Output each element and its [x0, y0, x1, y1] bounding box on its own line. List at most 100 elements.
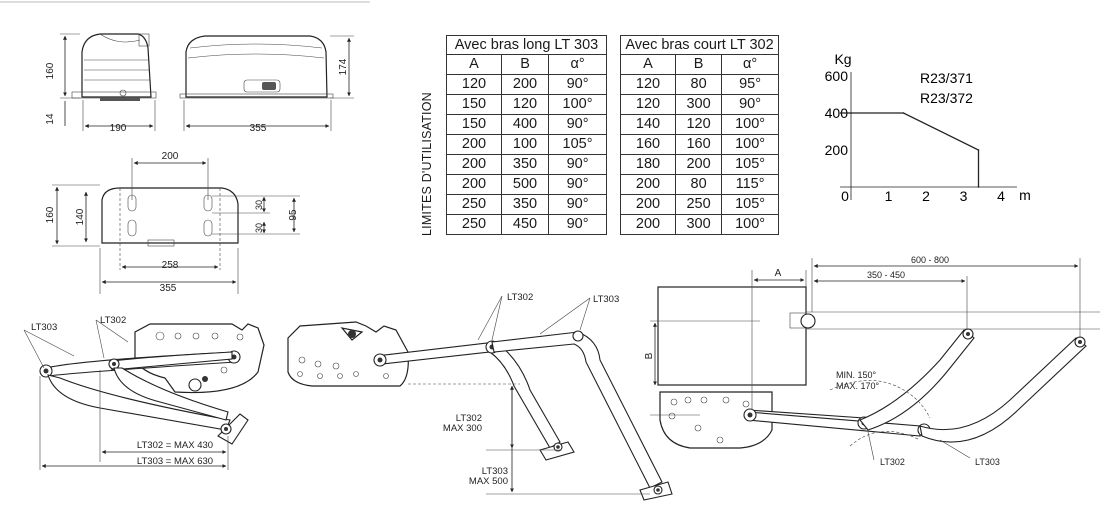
side-height-dim: 160 [45, 62, 56, 79]
chart-y-tick: 200 [825, 142, 849, 158]
table-cell: 200 [620, 194, 676, 215]
table-cell: 140 [620, 114, 676, 135]
chart-y-tick: 400 [825, 105, 849, 121]
top-355-dim: 355 [160, 283, 177, 294]
front-width-dim: 355 [250, 123, 267, 134]
table-cell: 120 [674, 114, 723, 135]
left-lt302-label: LT302 [100, 315, 126, 326]
motor-side-view: 160 14 190 [45, 33, 157, 134]
table-cell: 200 [500, 74, 550, 95]
chart-y-tick: 600 [825, 68, 849, 84]
motor-top-view: 200 160 140 30 30 95 258 355 [45, 151, 300, 294]
table-cell: 120 [446, 74, 502, 95]
top-95-dim: 95 [288, 209, 299, 221]
left-max302: LT302 = MAX 430 [137, 440, 213, 451]
chart-point [977, 149, 980, 151]
table-cell: 90° [548, 74, 607, 95]
table-cell: 90° [548, 174, 607, 195]
table-long-caption: Avec bras long LT 303 [446, 35, 607, 55]
table-cell: 200 [446, 174, 502, 195]
table-cell: 90° [548, 114, 607, 135]
chart-x-tick: 1 [885, 188, 893, 204]
chart-series-line [851, 112, 980, 187]
motor-front-view: 174 355 [179, 35, 354, 134]
table-cell: 90° [548, 214, 607, 235]
mid-lt302-label: LT302 [507, 292, 533, 303]
limits-label: LIMITES D'UTILISATION [420, 92, 434, 236]
table-cell: 90° [548, 154, 607, 175]
top-140-dim: 140 [75, 208, 86, 225]
table-cell: 120 [500, 94, 550, 115]
chart-point [977, 186, 980, 188]
table-cell: 100° [721, 134, 779, 155]
table-cell: 120 [620, 94, 676, 115]
left-lt303-label: LT303 [31, 322, 57, 333]
chart-x-tick: 0 [841, 188, 849, 204]
table-cell: 350 [500, 194, 550, 215]
table-cell: 105° [548, 134, 607, 155]
chart-x-tick: 2 [922, 188, 930, 204]
range-short: 350 - 450 [867, 270, 905, 280]
table-cell: 200 [620, 214, 676, 235]
mid-lt303-label: LT303 [593, 294, 619, 305]
table-cell: 450 [500, 214, 550, 235]
front-height-dim: 174 [338, 58, 349, 75]
top-200-dim: 200 [162, 151, 179, 162]
table-cell: 150 [446, 114, 502, 135]
table-cell: 180 [620, 154, 676, 175]
mid-lt302-max: MAX 300 [443, 423, 482, 434]
top-30b-dim: 30 [254, 223, 264, 233]
mid-lt303-max: MAX 500 [469, 476, 508, 487]
table-cell: 90° [721, 94, 779, 115]
top-258-dim: 258 [162, 260, 179, 271]
range-long: 600 - 800 [911, 255, 949, 265]
chart-y-label: Kg [834, 51, 851, 67]
angle-min: MIN. 150° [836, 370, 877, 380]
mid-lt303-name: LT303 [482, 466, 508, 477]
chart-legend-2: R23/372 [920, 90, 973, 106]
col-b: B [674, 54, 723, 75]
right-lt303-label: LT303 [975, 457, 1000, 467]
chart-legend-1: R23/371 [920, 70, 973, 86]
col-alpha: α° [721, 54, 779, 75]
table-cell: 250 [674, 194, 723, 215]
table-cell: 115° [721, 174, 779, 195]
table-cell: 250 [446, 194, 502, 215]
arm-diagram-left: LT303 LT302 LT302 = MAX 430 LT303 = MAX … [23, 315, 265, 470]
table-cell: 100° [721, 214, 779, 235]
table-cell: 200 [674, 154, 723, 175]
table-cell: 200 [446, 154, 502, 175]
table-cell: 100° [548, 94, 607, 115]
table-cell: 105° [721, 154, 779, 175]
top-160-dim: 160 [45, 206, 56, 223]
table-cell: 100° [721, 114, 779, 135]
side-base-dim: 14 [45, 113, 56, 125]
table-cell: 80 [674, 174, 723, 195]
chart-x-label: m [1019, 187, 1031, 203]
table-cell: 95° [721, 74, 779, 95]
col-a: A [446, 54, 502, 75]
table-cell: 90° [548, 194, 607, 215]
pillar-block [657, 286, 807, 386]
left-max303: LT303 = MAX 630 [137, 456, 213, 467]
table-cell: 500 [500, 174, 550, 195]
table-cell: 200 [620, 174, 676, 195]
table-cell: 400 [500, 114, 550, 135]
